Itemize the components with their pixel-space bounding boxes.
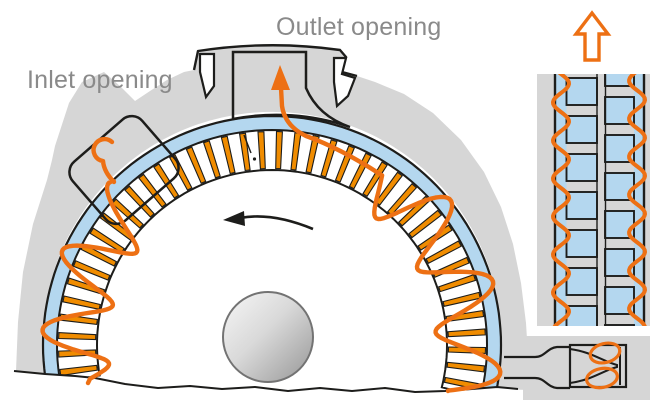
rotation-indicator [223,211,314,231]
blade-cell [604,74,635,87]
vane-slot [408,209,443,239]
blade-cell [565,153,598,182]
vane-slot [446,361,486,373]
right-channel-flow-wave [627,74,647,326]
blade-section-detail-view [504,336,650,400]
vane-slot [447,328,486,338]
section-mark [243,134,252,154]
outlet-opening-port [231,50,351,129]
blade-detail-block [523,336,650,400]
outlet-arrowhead [271,65,290,90]
shaft [222,291,314,383]
circulation-ellipse-icon [588,341,622,365]
outlet-port [231,50,351,129]
blade-cell [565,77,598,106]
outlet-flow-arrow-icon [278,85,503,394]
outlet-opening-label: Outlet opening [276,13,442,41]
rotation-arrowhead [223,211,245,226]
vane-slot [438,273,477,293]
vane-slot [58,332,97,341]
vane-slot [124,185,155,218]
flow-arrows [40,65,503,394]
vane-ring-band [55,128,489,399]
inlet-opening-label: Inlet opening [27,66,173,94]
rotation-direction-arrow-icon [239,215,314,231]
vane-slot [138,173,167,208]
vane-slot [220,135,236,175]
left-blade-cells [565,77,598,326]
vane-slot [185,146,207,185]
vane-slot [374,171,403,206]
blade-cell [565,191,598,220]
vane-slot [153,163,180,199]
outlet-flange-outline [192,44,358,78]
blade-cell [565,305,598,326]
upward-flow-outline-arrow-icon [572,10,612,62]
blade-cell [565,115,598,144]
vane-slot [59,364,98,377]
flange-groove-left [198,52,216,100]
blade-detail-neck [504,357,524,378]
shaft-sphere [222,291,314,383]
blade-cell [565,267,598,296]
vane-slot [72,260,111,281]
housing-body [16,45,529,390]
circulation-ellipse-icon [585,366,619,390]
channel-detail-view [537,10,650,326]
vane-slot [257,131,266,170]
blade-cell [604,324,635,326]
blade-wedge [569,347,618,385]
blade-cell [565,229,598,258]
inlet-swirl-arrow-icon [40,136,140,386]
vane-slot [202,140,221,179]
vane-slot [238,132,251,172]
pump-housing [16,44,529,390]
cutaway-mask [14,371,518,416]
blade-profile-bottom [504,376,570,390]
vane-slot [305,134,320,174]
flange-groove-right [332,56,357,109]
vane-slot [425,240,463,265]
blade-profile-top [504,345,570,359]
left-channel-flow-wave [551,74,571,326]
vane-slot [111,198,144,229]
vane-slot [168,154,193,191]
vane-slot [62,295,101,310]
vane-slot [89,227,125,254]
section-mark-dot [252,157,257,161]
vane-slot [275,130,283,170]
vane-slot [290,132,302,171]
